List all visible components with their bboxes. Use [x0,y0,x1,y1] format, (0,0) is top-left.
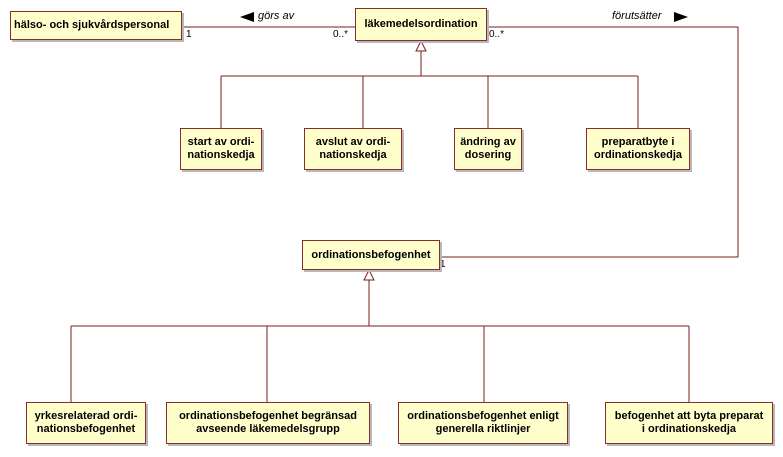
class-box-halso-och-sjukvardspersonal[interactable]: hälso- och sjukvårdspersonal [10,11,182,40]
class-box-generella-riktlinjer[interactable]: ordinationsbefogenhet enligt generella r… [398,402,568,444]
class-box-byta-preparat[interactable]: befogenhet att byta preparat i ordinatio… [605,402,773,444]
multiplicity-ordination-right: 0..* [489,29,505,40]
class-box-lakemedelsordination[interactable]: läkemedelsordination [355,8,487,41]
multiplicity-befogenhet: 1 [440,259,446,270]
class-box-avslut-av-ordinationskedja[interactable]: avslut av ordi- nationskedja [304,128,402,170]
assoc-line-forutsatter [440,26,739,258]
inheritance-arrow-icon [415,39,427,52]
inheritance-arrow-icon [363,268,375,281]
multiplicity-personal: 1 [186,29,192,40]
class-box-start-av-ordinationskedja[interactable]: start av ordi- nationskedja [180,128,262,170]
direction-left-icon [240,12,254,22]
class-box-preparatbyte[interactable]: preparatbyte i ordinationskedja [586,128,690,170]
assoc-label-gors-av: görs av [258,10,295,22]
multiplicity-ordination-left: 0..* [333,29,349,40]
class-box-andring-av-dosering[interactable]: ändring av dosering [454,128,522,170]
class-box-yrkesrelaterad[interactable]: yrkesrelaterad ordi- nationsbefogenhet [26,402,146,444]
direction-right-icon [674,12,688,22]
class-box-begransad-lakemedelsgrupp[interactable]: ordinationsbefogenhet begränsad avseende… [166,402,370,444]
class-box-ordinationsbefogenhet[interactable]: ordinationsbefogenhet [302,240,440,270]
assoc-label-forutsatter: förutsätter [612,10,662,22]
